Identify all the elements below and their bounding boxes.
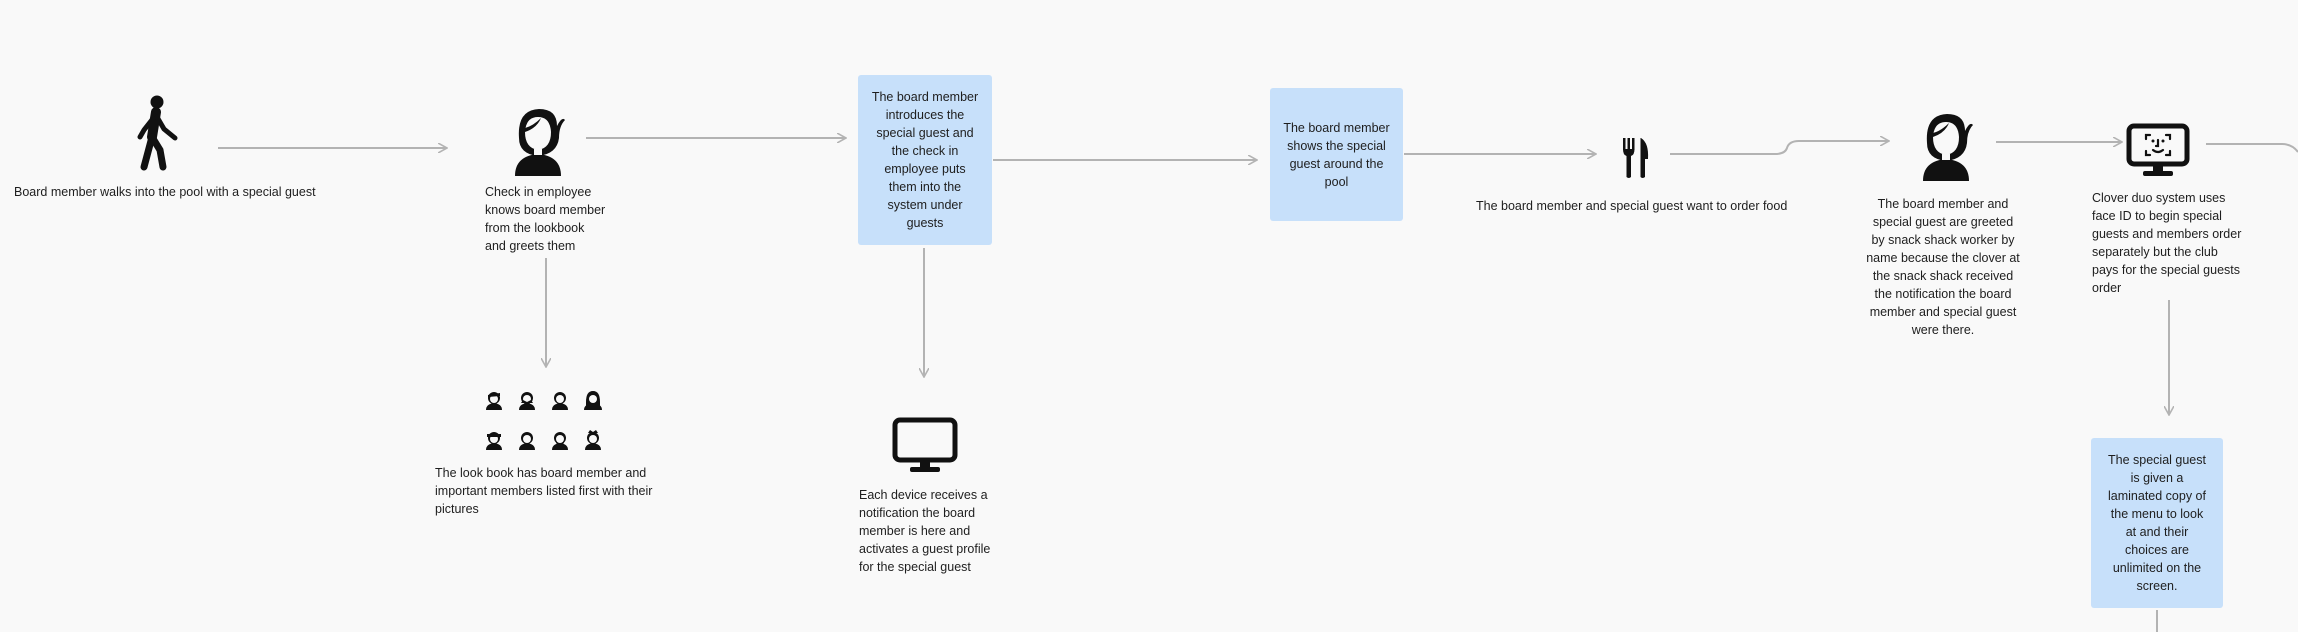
woman-icon — [509, 106, 567, 176]
snack-label: The board member and special guest are g… — [1866, 197, 2020, 337]
sticky-menu-text: The special guest is given a laminated c… — [2108, 453, 2206, 593]
walking-person-icon — [134, 95, 184, 173]
clover-label: Clover duo system uses face ID to begin … — [2092, 191, 2242, 295]
sticky-tour-pool: The board member shows the special guest… — [1270, 88, 1403, 221]
lookbook-label: The look book has board member and impor… — [435, 466, 653, 516]
food-label: The board member and special guest want … — [1476, 199, 1788, 213]
connector-food-to-snack — [1670, 141, 1889, 155]
sticky-introduce-guest: The board member introduces the special … — [858, 75, 992, 245]
face-id-monitor-icon — [2126, 123, 2190, 178]
sticky-introduce-text: The board member introduces the special … — [871, 90, 979, 230]
device-label: Each device receives a notification the … — [859, 488, 991, 574]
woman-icon — [1917, 111, 1975, 181]
lookbook-avatars — [480, 388, 610, 454]
monitor-icon — [892, 417, 958, 474]
walk-label: Board member walks into the pool with a … — [14, 185, 316, 199]
connector-clover-offscreen — [2206, 143, 2298, 153]
checkin-label: Check in employee knows board member fro… — [485, 185, 606, 253]
fork-knife-icon — [1622, 137, 1650, 179]
sticky-tour-text: The board member shows the special guest… — [1283, 120, 1390, 189]
sticky-laminated-menu: The special guest is given a laminated c… — [2091, 438, 2223, 608]
